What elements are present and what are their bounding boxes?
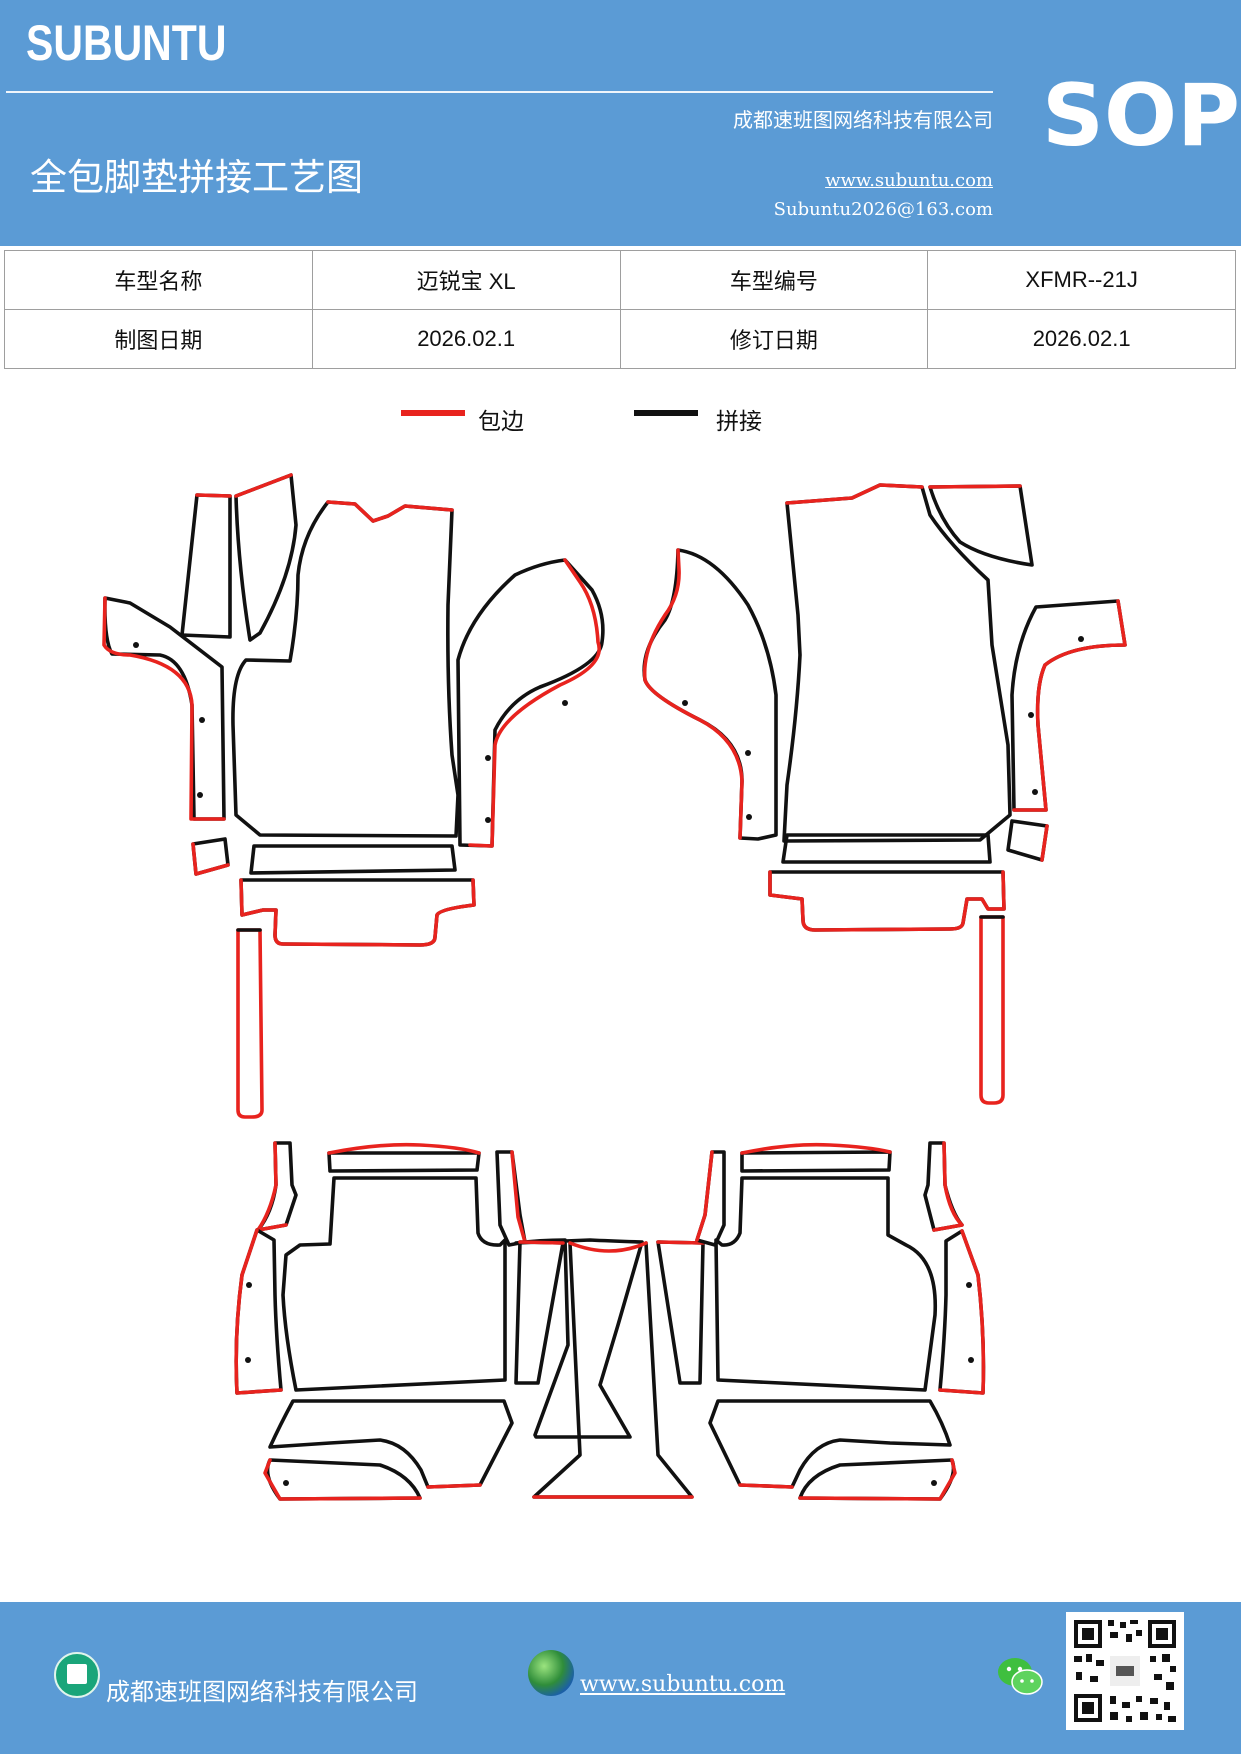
- company-name: 成都速班图网络科技有限公司: [733, 108, 993, 132]
- front-right-mat: [642, 483, 1127, 1105]
- sop-badge: SOP: [1042, 66, 1241, 166]
- legend: 包边 拼接: [0, 400, 1241, 440]
- draw-date-label: 制图日期: [4, 309, 313, 369]
- joint-legend-label: 拼接: [716, 409, 762, 435]
- model-name-value: 迈锐宝 XL: [311, 250, 621, 310]
- website-link[interactable]: www.subuntu.com: [825, 170, 993, 191]
- header-divider: [6, 91, 993, 93]
- model-code-value: XFMR--21J: [927, 250, 1236, 310]
- footer-banner: 成都速班图网络科技有限公司 www.subuntu.com: [0, 1602, 1241, 1754]
- model-code-label: 车型编号: [619, 250, 929, 310]
- front-left-mat: [102, 473, 605, 1119]
- building-icon: [54, 1652, 100, 1698]
- floor-mat-pattern-diagram: [102, 473, 1127, 1501]
- table-row: 制图日期 2026.02.1 修订日期 2026.02.1: [4, 309, 1236, 369]
- rear-mats: [234, 1141, 986, 1501]
- footer-website-link[interactable]: www.subuntu.com: [580, 1672, 786, 1697]
- wechat-icon[interactable]: [996, 1654, 1044, 1700]
- draw-date-value: 2026.02.1: [311, 309, 621, 369]
- globe-icon: [528, 1650, 574, 1696]
- revise-date-label: 修订日期: [619, 309, 929, 369]
- email-address: Subuntu2026@163.com: [773, 199, 993, 220]
- qr-code[interactable]: [1066, 1612, 1184, 1730]
- joint-legend-swatch: [634, 410, 698, 416]
- revise-date-value: 2026.02.1: [927, 309, 1236, 369]
- header-banner: SUBUNTU 成都速班图网络科技有限公司 全包脚垫拼接工艺图 www.subu…: [0, 0, 1241, 246]
- footer-company-name: 成都速班图网络科技有限公司: [106, 1678, 418, 1706]
- model-name-label: 车型名称: [4, 250, 313, 310]
- edge-legend-swatch: [401, 410, 465, 416]
- table-row: 车型名称 迈锐宝 XL 车型编号 XFMR--21J: [4, 250, 1236, 310]
- brand-logo: SUBUNTU: [26, 15, 227, 71]
- mounting-holes: [133, 636, 1084, 1486]
- edge-legend-label: 包边: [478, 409, 524, 435]
- vehicle-info-table: 车型名称 迈锐宝 XL 车型编号 XFMR--21J 制图日期 2026.02.…: [4, 250, 1236, 369]
- document-title: 全包脚垫拼接工艺图: [30, 156, 363, 199]
